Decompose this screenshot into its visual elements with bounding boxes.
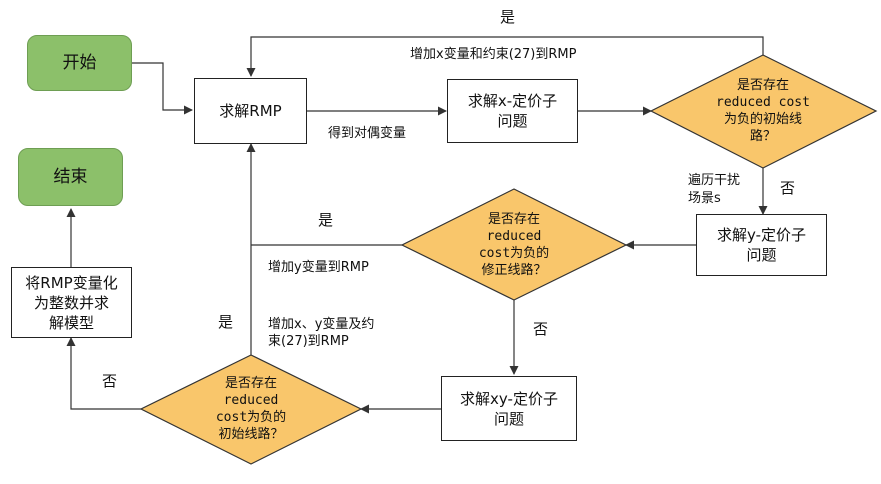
label-no-d1: 否 bbox=[780, 179, 796, 197]
solve-x-pricing-box: 求解x-定价子 问题 bbox=[447, 79, 578, 143]
label-no-d3: 否 bbox=[102, 372, 118, 390]
label-yes-d3: 是 bbox=[218, 313, 234, 331]
edge-d1-yes-loop bbox=[246, 36, 764, 77]
label-add-xy-line1: 增加x、y变量及约 bbox=[268, 317, 375, 332]
decision-diamond-1 bbox=[649, 54, 878, 169]
label-get-dual: 得到对偶变量 bbox=[328, 126, 407, 141]
decision-1-text: 是否存在 reduced cost 为负的初始线 路？ bbox=[716, 78, 810, 144]
edge-d3-no-to-integer bbox=[66, 337, 141, 410]
label-yes-d1: 是 bbox=[500, 8, 516, 26]
decision-2-text: 是否存在 reduced cost为负的 修正线路？ bbox=[478, 212, 550, 278]
label-add-y: 增加y变量到RMP bbox=[268, 260, 369, 275]
edge-start-to-rmp bbox=[132, 62, 193, 115]
label-traverse-line1: 遍历干扰 bbox=[688, 173, 741, 188]
decision-3-text: 是否存在 reduced cost为负的 初始线路？ bbox=[215, 376, 287, 442]
label-yes-d2: 是 bbox=[318, 211, 334, 229]
end-terminal: 结束 bbox=[18, 148, 123, 206]
start-terminal: 开始 bbox=[27, 35, 132, 91]
integer-model-box: 将RMP变量化 为整数并求 解模型 bbox=[11, 267, 132, 338]
label-no-d2: 否 bbox=[533, 320, 549, 338]
solve-xy-pricing-box: 求解xy-定价子 问题 bbox=[441, 376, 577, 441]
solve-y-pricing-box: 求解y-定价子 问题 bbox=[696, 214, 827, 276]
solve-rmp-box: 求解RMP bbox=[194, 78, 307, 144]
label-add-x: 增加x变量和约束(27)到RMP bbox=[410, 47, 577, 62]
label-add-xy-line2: 束(27)到RMP bbox=[268, 334, 349, 349]
label-traverse-line2: 场景s bbox=[688, 191, 721, 206]
decision-diamond-3 bbox=[139, 354, 363, 465]
decision-diamond-2 bbox=[400, 188, 628, 301]
